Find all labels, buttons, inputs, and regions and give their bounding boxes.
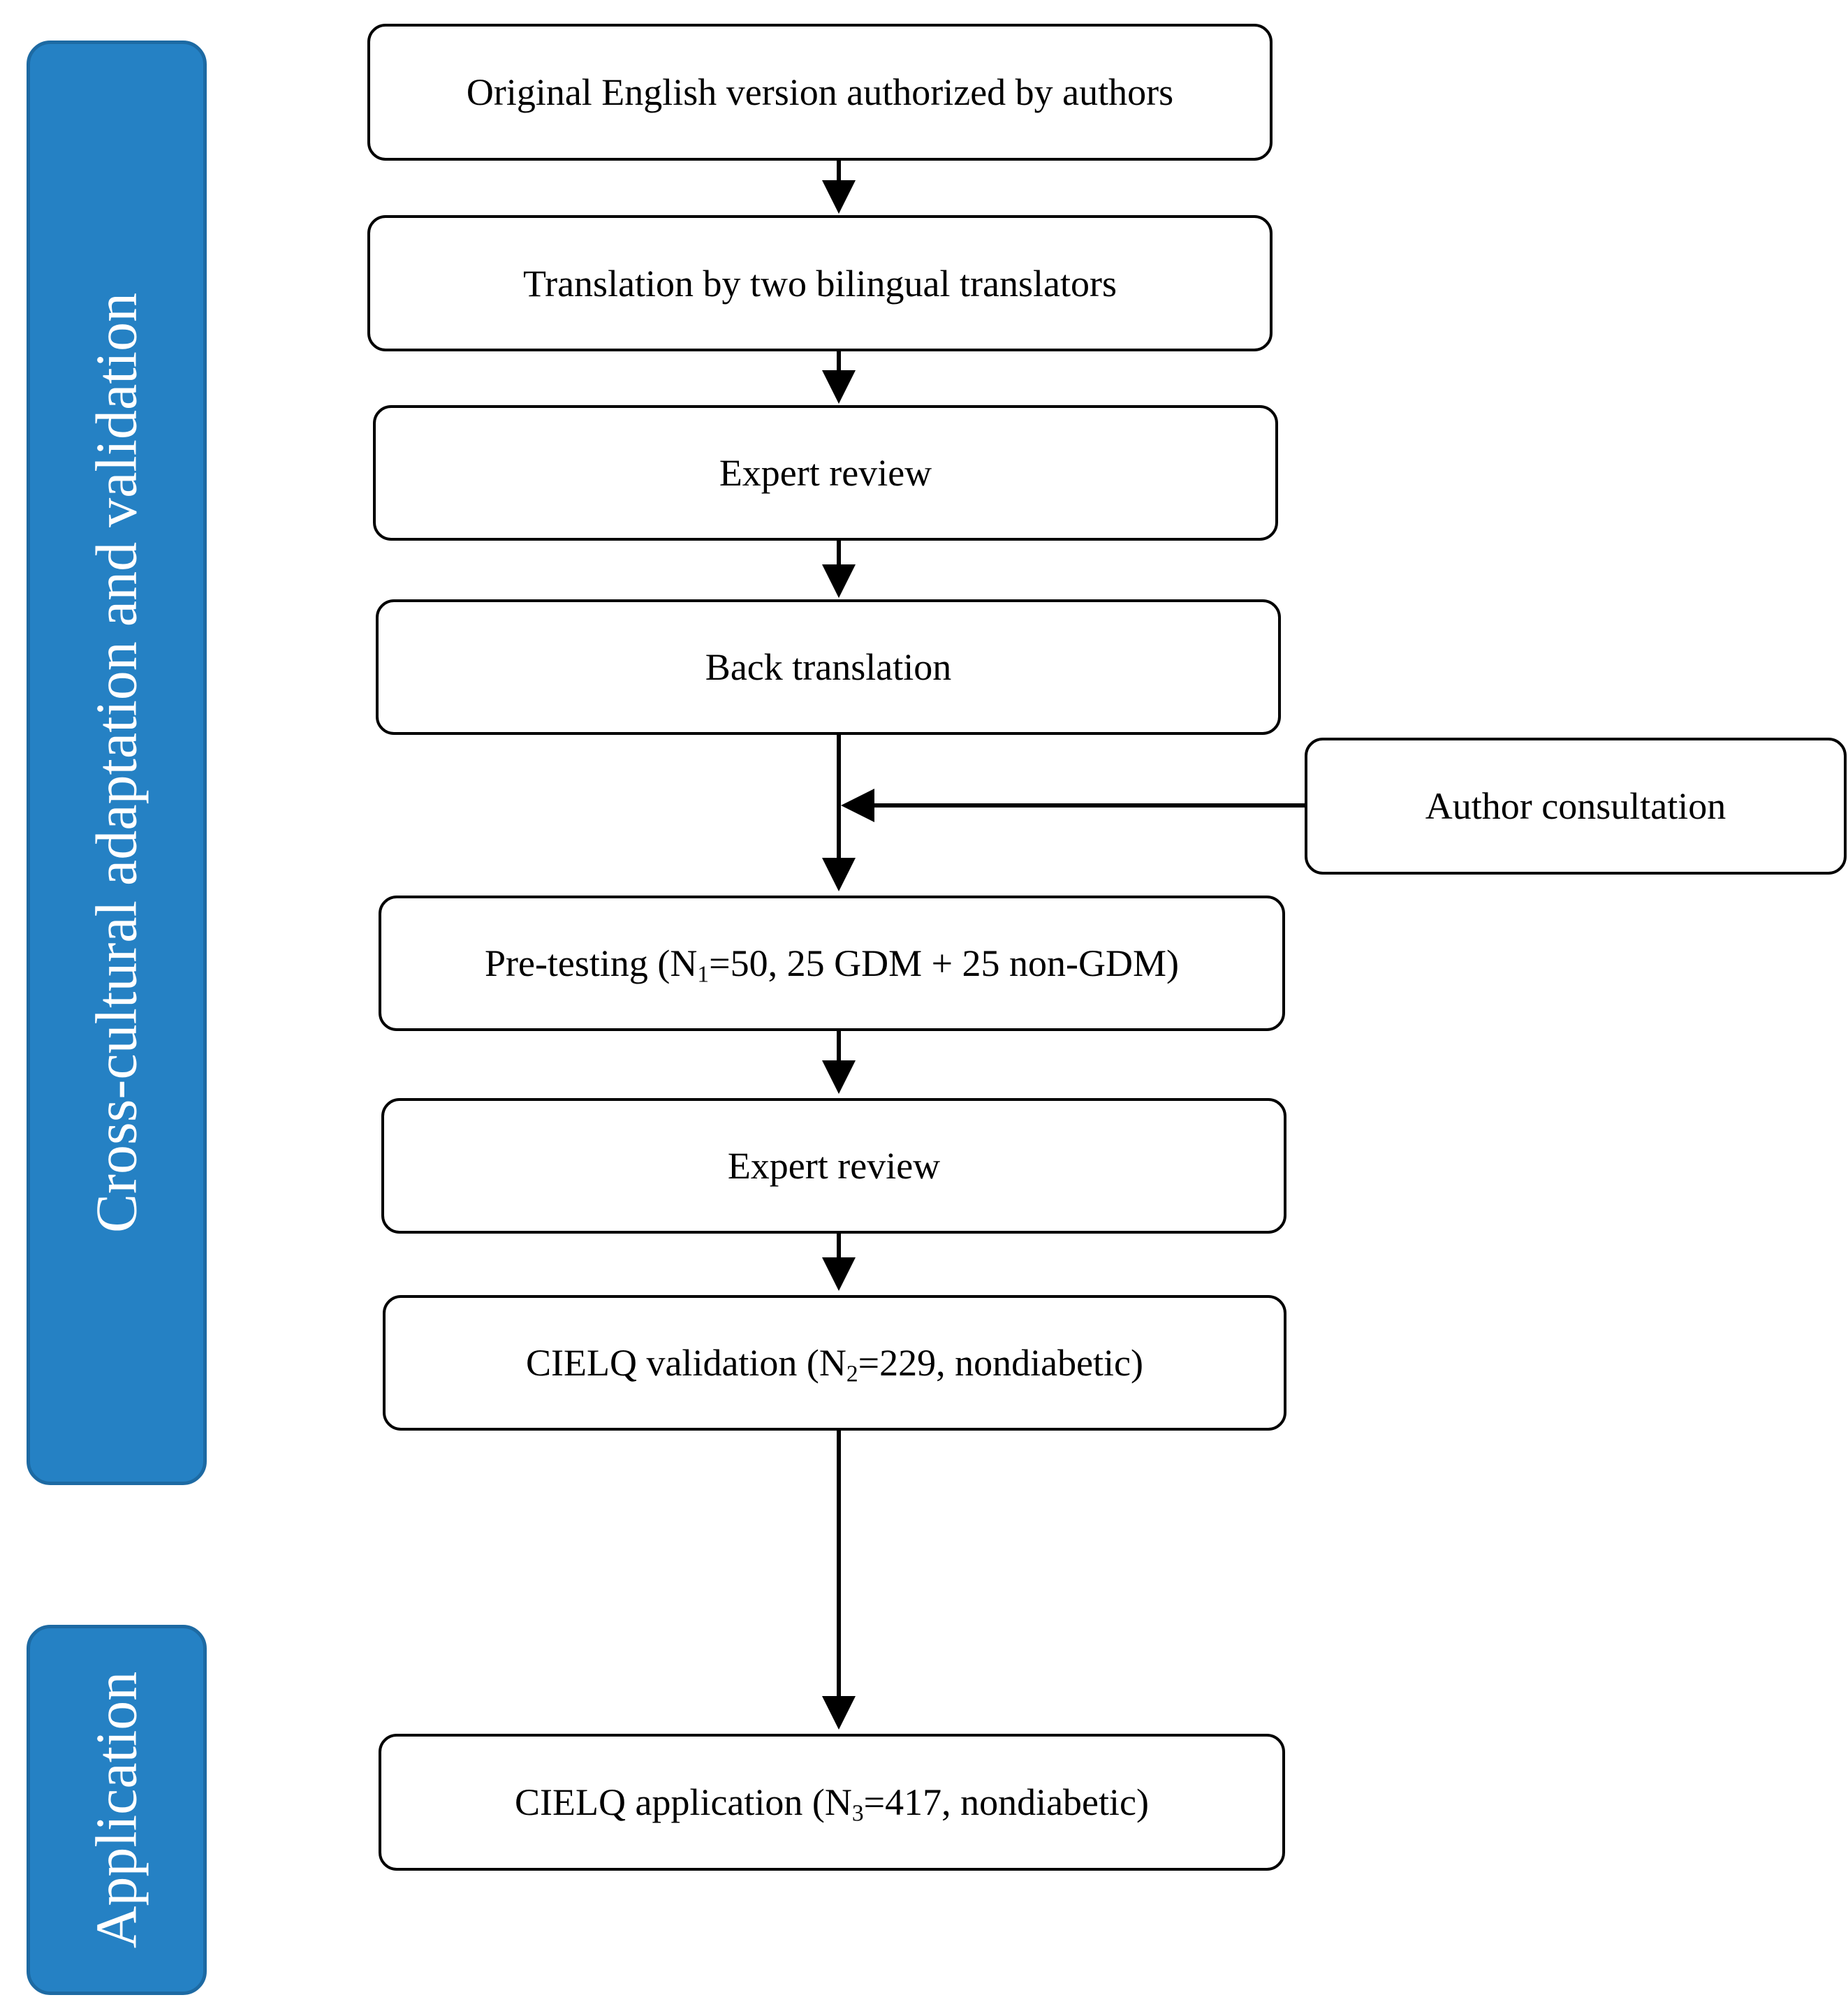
step-author-consultation-label: Author consultation [1425,785,1726,827]
pretesting-subscript: 1 [697,961,710,988]
step-cielq-validation-label: CIELQ validation (N2=229, nondiabetic) [526,1341,1143,1387]
application-prefix: CIELQ application (N [515,1781,852,1823]
step-cielq-validation: CIELQ validation (N2=229, nondiabetic) [383,1295,1286,1431]
step-cielq-application: CIELQ application (N3=417, nondiabetic) [379,1734,1285,1871]
validation-subscript: 2 [846,1361,858,1387]
step-pretesting-label: Pre-testing (N1=50, 25 GDM + 25 non-GDM) [484,942,1180,988]
step-author-consultation: Author consultation [1305,738,1847,875]
step-translation-label: Translation by two bilingual translators [523,262,1117,305]
step-expert-review-1: Expert review [373,405,1278,541]
validation-suffix: =229, nondiabetic) [858,1342,1143,1384]
phase-application: Application [27,1625,207,1995]
application-suffix: =417, nondiabetic) [863,1781,1149,1823]
application-subscript: 3 [851,1800,864,1827]
step-expert-review-2-label: Expert review [727,1145,941,1187]
pretesting-suffix: =50, 25 GDM + 25 non-GDM) [709,942,1180,984]
step-original-version-label: Original English version authorized by a… [466,71,1174,113]
validation-prefix: CIELQ validation (N [526,1342,846,1384]
step-cielq-application-label: CIELQ application (N3=417, nondiabetic) [515,1781,1149,1827]
step-pretesting: Pre-testing (N1=50, 25 GDM + 25 non-GDM) [379,896,1285,1031]
step-expert-review-2: Expert review [381,1098,1286,1234]
step-expert-review-1-label: Expert review [719,452,932,494]
step-back-translation-label: Back translation [705,646,952,688]
step-back-translation: Back translation [376,599,1281,735]
step-original-version: Original English version authorized by a… [367,24,1273,161]
step-translation: Translation by two bilingual translators [367,215,1273,351]
pretesting-prefix: Pre-testing (N [484,942,698,984]
phase-adaptation: Cross-cultural adaptation and validation [27,41,207,1485]
